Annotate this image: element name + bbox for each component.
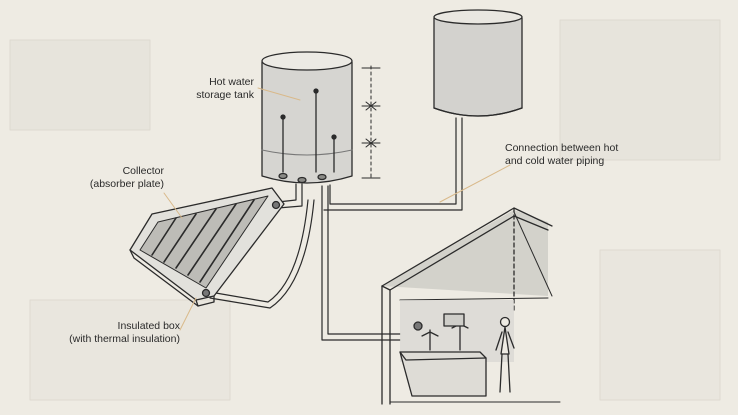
label-hot-water-storage-tank: Hot water storage tank [160, 76, 254, 102]
label-insulated-line-2: (with thermal insulation) [40, 333, 180, 346]
label-collector: Collector (absorber plate) [60, 165, 164, 191]
label-collector-line-1: Collector [60, 165, 164, 178]
tank-dimension-marks [362, 66, 380, 180]
label-tank-line-1: Hot water [160, 76, 254, 89]
label-tank-line-2: storage tank [160, 89, 254, 102]
solar-collector [130, 188, 284, 306]
label-insulated-line-1: Insulated box [40, 320, 180, 333]
label-insulated-box: Insulated box (with thermal insulation) [40, 320, 180, 346]
hot-water-storage-tank [262, 52, 352, 183]
house-section [382, 208, 560, 404]
label-connection-line-2: and cold water piping [505, 155, 618, 168]
label-collector-line-2: (absorber plate) [60, 178, 164, 191]
cold-water-tank [434, 10, 522, 116]
label-connection-piping: Connection between hot and cold water pi… [505, 142, 618, 168]
label-connection-line-1: Connection between hot [505, 142, 618, 155]
